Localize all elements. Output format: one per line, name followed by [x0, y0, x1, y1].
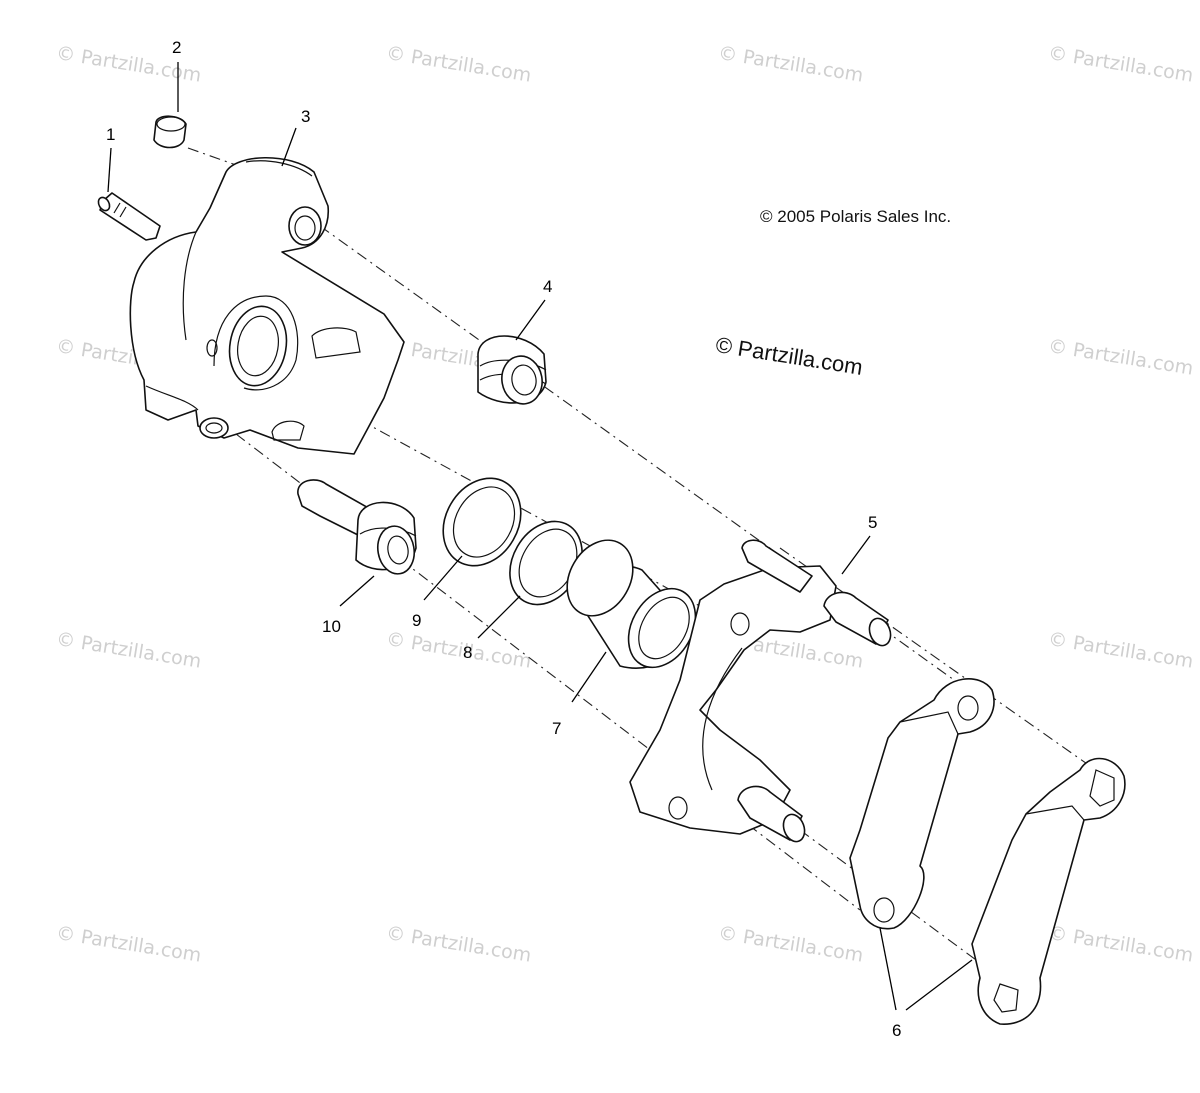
- leader-lines: [107, 62, 973, 1011]
- part-guide-pin: [297, 479, 417, 575]
- callout-6: 6: [892, 1021, 901, 1040]
- callout-4: 4: [543, 277, 552, 296]
- alignment-lines: [187, 147, 1111, 986]
- callout-2: 2: [172, 38, 181, 57]
- copyright-notice: © 2005 Polaris Sales Inc.: [760, 207, 952, 226]
- part-seal-8: [509, 520, 583, 606]
- callout-5: 5: [868, 513, 877, 532]
- callout-8: 8: [463, 643, 472, 662]
- callout-numbers: 1 2 3 4 5 6 7 8 9 10: [106, 38, 901, 1040]
- callout-9: 9: [412, 611, 421, 630]
- part-caliper-body: [129, 157, 405, 455]
- part-boot-upper: [477, 335, 547, 405]
- part-mounting-bracket: [629, 539, 892, 843]
- part-piston: [566, 539, 697, 669]
- callout-10: 10: [322, 617, 341, 636]
- callout-3: 3: [301, 107, 310, 126]
- callout-1: 1: [106, 125, 115, 144]
- part-brake-pads: [849, 678, 1126, 1025]
- part-bleed-screw: [97, 192, 161, 241]
- part-bleeder-cap: [153, 115, 187, 149]
- callout-7: 7: [552, 719, 561, 738]
- part-seal-9: [442, 477, 522, 567]
